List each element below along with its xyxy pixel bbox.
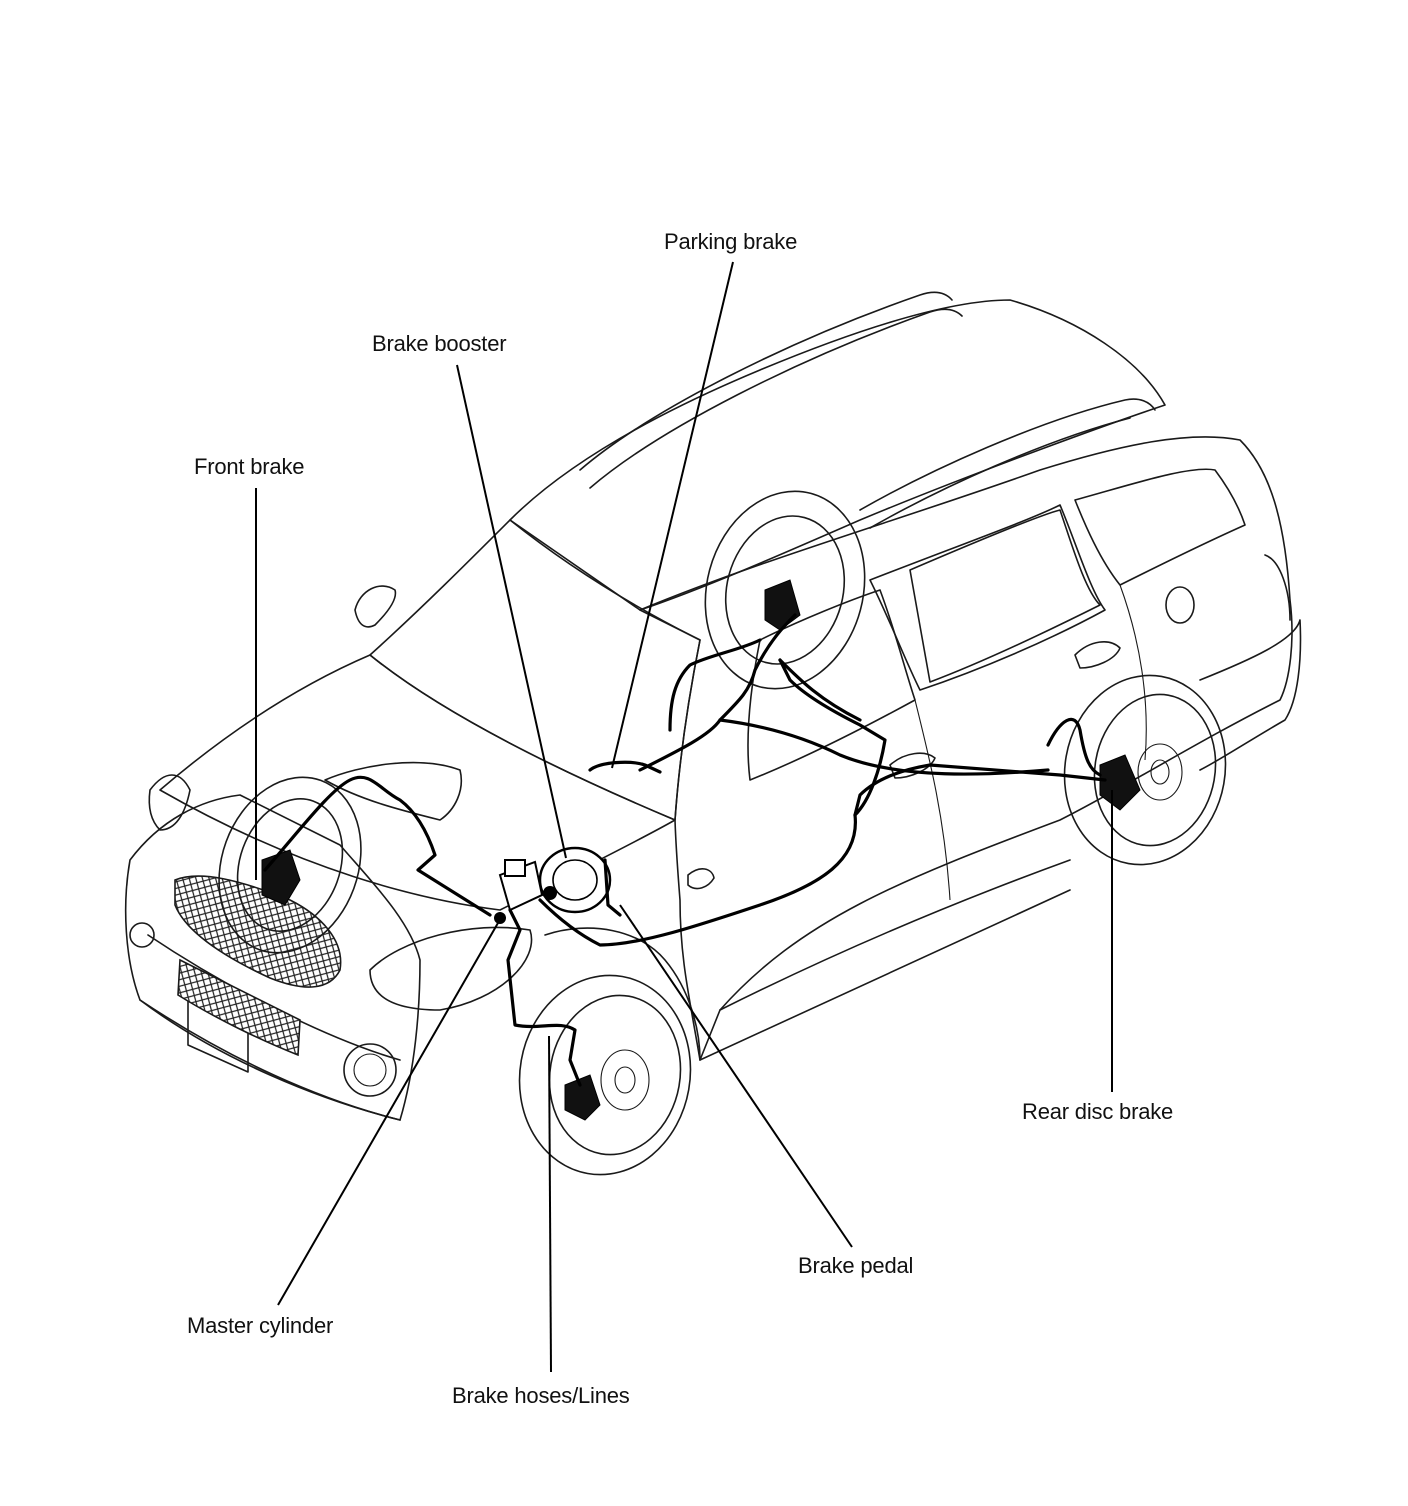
car-outline	[124, 291, 1302, 1121]
leader-parking-brake	[611, 261, 734, 769]
leader-brake-pedal	[619, 904, 853, 1248]
label-brake-pedal: Brake pedal	[798, 1253, 914, 1278]
leader-master-cylinder	[277, 915, 503, 1306]
leader-brake-booster	[456, 364, 567, 859]
wheels	[218, 490, 1227, 1176]
label-rear-disc-brake: Rear disc brake	[1022, 1099, 1174, 1124]
brake-booster-body	[538, 846, 612, 914]
brake-components	[261, 579, 1141, 1121]
brake-lines	[263, 613, 1107, 1087]
upper-grille	[174, 875, 342, 988]
label-parking-brake: Parking brake	[664, 229, 798, 254]
label-master-cylinder: Master cylinder	[187, 1313, 334, 1338]
leader-brake-hoses	[548, 1035, 552, 1373]
lower-grille	[177, 958, 301, 1057]
label-front-brake: Front brake	[194, 454, 305, 479]
label-brake-booster: Brake booster	[372, 331, 507, 356]
master-cylinder-body	[494, 859, 544, 924]
label-brake-hoses-lines: Brake hoses/Lines	[452, 1383, 630, 1408]
leader-lines	[255, 261, 1113, 1373]
